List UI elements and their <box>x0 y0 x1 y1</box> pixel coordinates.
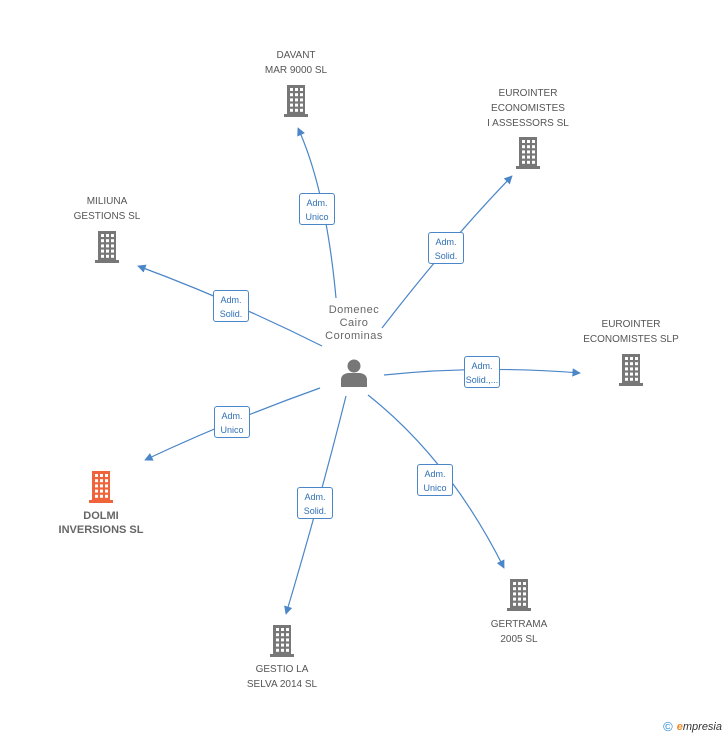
role-badge-line: Adm. <box>221 411 243 421</box>
role-badge-dolmi[interactable]: Adm. Unico <box>214 406 250 438</box>
role-badge-line: Unico <box>220 425 244 435</box>
footer-brand: © empresia <box>663 719 722 734</box>
role-badge-line: Adm. <box>220 295 242 305</box>
copyright-symbol: © <box>663 719 673 734</box>
building-icon[interactable] <box>507 579 531 611</box>
role-badge-line: Unico <box>423 483 447 493</box>
company-label-davant[interactable]: DAVANT MAR 9000 SL <box>264 50 328 76</box>
role-badge-gertrama[interactable]: Adm. Unico <box>417 464 453 496</box>
building-icon[interactable] <box>619 354 643 386</box>
company-label-gertrama[interactable]: GERTRAMA 2005 SL <box>490 619 548 645</box>
company-label-eurointer-economistes-assessors[interactable]: EUROINTER ECONOMISTES I ASSESSORS SL <box>487 88 569 129</box>
role-badge-miliuna[interactable]: Adm. Solid. <box>213 290 249 322</box>
role-badge-line: Solid. <box>219 309 243 319</box>
role-badge-line: Solid.,... <box>465 375 499 385</box>
role-badge-eurointer-economistes-assessors[interactable]: Adm. Solid. <box>428 232 464 264</box>
building-icon[interactable] <box>95 231 119 263</box>
person-name[interactable]: Domenec Cairo Corominas <box>325 304 383 342</box>
role-badge-eurointer-slp[interactable]: Adm. Solid.,... <box>464 356 500 388</box>
building-icon[interactable] <box>516 137 540 169</box>
company-label-gestio-la-selva[interactable]: GESTIO LA SELVA 2014 SL <box>246 664 318 690</box>
role-badge-gestio-la-selva[interactable]: Adm. Solid. <box>297 487 333 519</box>
role-badge-line: Solid. <box>303 506 327 516</box>
brand-logo: empresia <box>676 720 722 733</box>
role-badge-davant[interactable]: Adm. Unico <box>299 193 335 225</box>
role-badge-line: Unico <box>305 212 329 222</box>
building-icon[interactable] <box>89 471 113 503</box>
company-label-miliuna[interactable]: MILIUNA GESTIONS SL <box>73 196 141 222</box>
role-badge-line: Adm. <box>435 237 457 247</box>
role-badge-line: Adm. <box>304 492 326 502</box>
person-icon[interactable] <box>341 359 367 388</box>
building-icon[interactable] <box>284 85 308 117</box>
role-badge-line: Adm. <box>471 361 493 371</box>
building-icon[interactable] <box>270 625 294 657</box>
role-badge-line: Adm. <box>306 198 328 208</box>
company-label-dolmi[interactable]: DOLMI INVERSIONS SL <box>58 510 144 536</box>
role-badge-line: Solid. <box>434 251 458 261</box>
company-label-eurointer-slp[interactable]: EUROINTER ECONOMISTES SLP <box>583 319 679 345</box>
role-badge-line: Adm. <box>424 469 446 479</box>
